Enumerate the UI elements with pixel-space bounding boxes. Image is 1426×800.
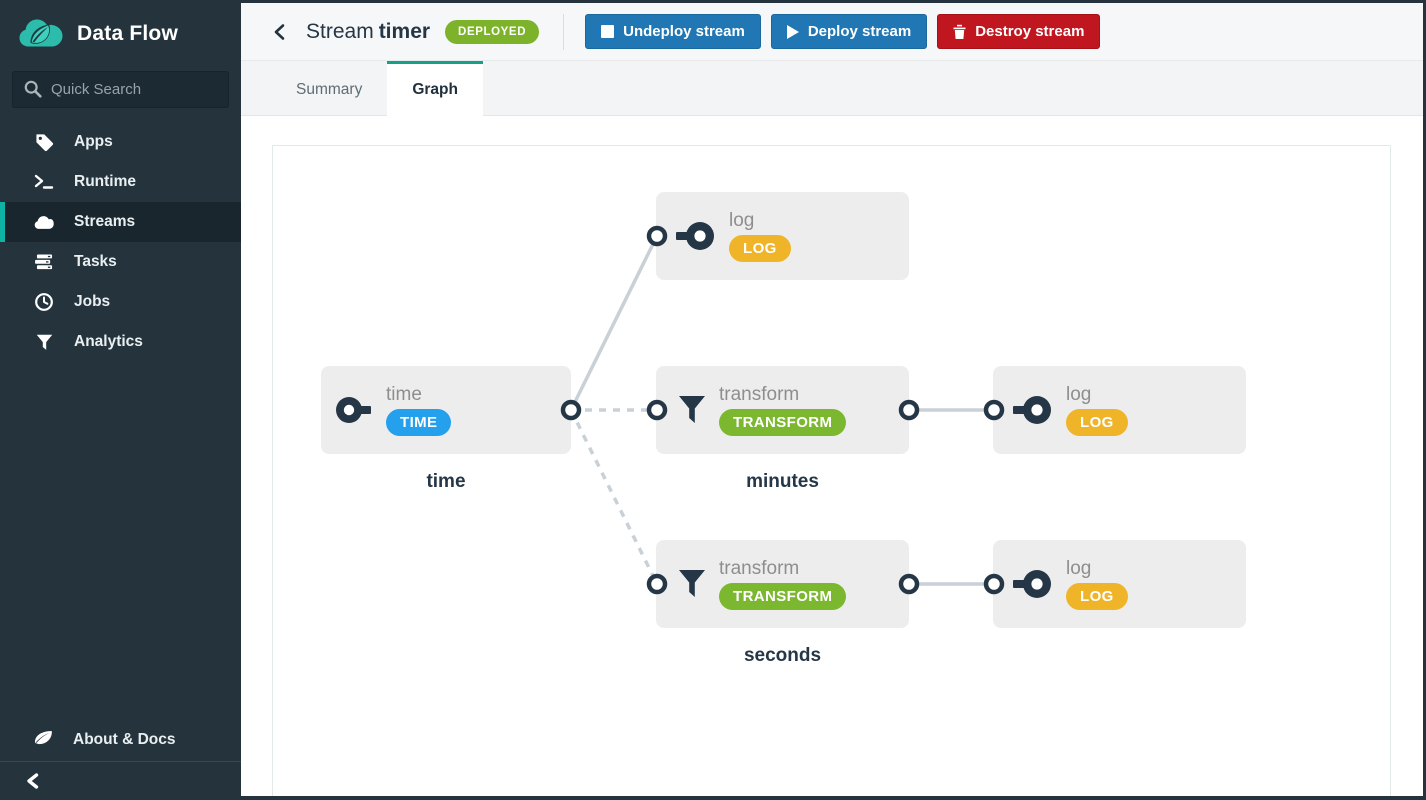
stream-label-minutes: minutes bbox=[746, 471, 819, 492]
node-text: time TIME bbox=[386, 383, 452, 437]
stream-label-seconds: seconds bbox=[743, 645, 822, 666]
node-text: log LOG bbox=[729, 210, 791, 263]
edge-time-to-log1 bbox=[569, 235, 659, 411]
sidebar-item-label: Jobs bbox=[74, 293, 111, 310]
graph-node-transform-minutes[interactable]: transform TRANSFORM bbox=[656, 366, 909, 454]
chevron-left-icon bbox=[274, 23, 285, 40]
sidebar-item-label: Runtime bbox=[74, 173, 136, 190]
graph-node-log-1[interactable]: log LOG bbox=[656, 192, 909, 280]
app-title: Data Flow bbox=[77, 22, 178, 45]
deploy-stream-label: Deploy stream bbox=[807, 23, 912, 40]
sidebar-item-label: Tasks bbox=[74, 253, 117, 270]
source-icon bbox=[334, 396, 374, 424]
sink-icon bbox=[1010, 395, 1054, 425]
sidebar-item-jobs[interactable]: Jobs bbox=[0, 282, 241, 322]
quick-search bbox=[12, 71, 229, 108]
app-logo[interactable]: Data Flow bbox=[0, 3, 241, 63]
node-text: log LOG bbox=[1066, 558, 1128, 611]
node-title: log bbox=[729, 209, 755, 231]
node-title: transform bbox=[719, 557, 800, 579]
stop-square-icon bbox=[601, 25, 615, 38]
sidebar-nav: Apps Runtime Streams Tasks bbox=[0, 122, 241, 362]
node-title: transform bbox=[719, 383, 800, 405]
chevron-left-icon bbox=[27, 773, 39, 789]
undeploy-stream-button[interactable]: Undeploy stream bbox=[585, 14, 761, 49]
header-divider bbox=[563, 13, 565, 50]
sidebar-item-label: Streams bbox=[74, 213, 136, 230]
sidebar-item-tasks[interactable]: Tasks bbox=[0, 242, 241, 282]
graph-content: time TIME log LOG bbox=[241, 116, 1423, 796]
clock-icon bbox=[34, 292, 54, 312]
search-input[interactable] bbox=[12, 71, 229, 108]
graph-node-log-2[interactable]: log LOG bbox=[993, 366, 1246, 454]
node-type-badge: LOG bbox=[1066, 409, 1128, 437]
sidebar-item-label: Analytics bbox=[74, 333, 143, 350]
sidebar-item-label: Apps bbox=[74, 133, 113, 150]
sidebar-divider bbox=[0, 761, 241, 762]
page-title-prefix: Stream bbox=[306, 19, 374, 43]
sidebar-item-about-docs[interactable]: About & Docs bbox=[0, 719, 241, 761]
tab-graph-label: Graph bbox=[412, 81, 458, 98]
about-docs-label: About & Docs bbox=[73, 731, 176, 748]
terminal-prompt-icon bbox=[34, 172, 54, 192]
edge-tap-time-to-transform-seconds bbox=[569, 409, 659, 585]
node-type-badge: TRANSFORM bbox=[719, 409, 847, 437]
tab-summary[interactable]: Summary bbox=[271, 61, 387, 115]
tag-icon bbox=[34, 132, 54, 152]
node-type-badge: TRANSFORM bbox=[719, 583, 847, 611]
graph-canvas[interactable]: time TIME log LOG bbox=[272, 145, 1391, 796]
sidebar-item-analytics[interactable]: Analytics bbox=[0, 322, 241, 362]
stack-icon bbox=[34, 252, 54, 272]
status-badge: DEPLOYED bbox=[445, 19, 540, 44]
graph-node-transform-seconds[interactable]: transform TRANSFORM bbox=[656, 540, 909, 628]
play-triangle-icon bbox=[786, 24, 799, 39]
search-icon bbox=[24, 80, 42, 98]
spring-cloud-logo-icon bbox=[19, 19, 63, 47]
sidebar: Data Flow Apps Runtime bbox=[0, 0, 241, 800]
funnel-icon bbox=[34, 332, 54, 352]
tab-summary-label: Summary bbox=[296, 80, 363, 98]
sidebar-spacer bbox=[0, 362, 241, 719]
destroy-stream-button[interactable]: Destroy stream bbox=[937, 14, 1101, 49]
sidebar-item-runtime[interactable]: Runtime bbox=[0, 162, 241, 202]
sidebar-collapse-button[interactable] bbox=[0, 762, 241, 800]
stream-tabs: Summary Graph bbox=[241, 61, 1423, 116]
cloud-icon bbox=[34, 212, 54, 232]
destroy-stream-label: Destroy stream bbox=[975, 23, 1085, 40]
undeploy-stream-label: Undeploy stream bbox=[623, 23, 745, 40]
node-type-badge: LOG bbox=[1066, 583, 1128, 611]
graph-node-time[interactable]: time TIME bbox=[321, 366, 571, 454]
node-type-badge: TIME bbox=[386, 409, 452, 437]
node-title: time bbox=[386, 383, 422, 405]
node-text: transform TRANSFORM bbox=[719, 557, 847, 611]
tab-graph[interactable]: Graph bbox=[387, 61, 483, 116]
node-text: log LOG bbox=[1066, 384, 1128, 437]
stream-name: timer bbox=[378, 19, 431, 43]
node-title: log bbox=[1066, 383, 1092, 405]
deploy-stream-button[interactable]: Deploy stream bbox=[770, 14, 928, 49]
stream-label-time: time bbox=[426, 471, 466, 492]
leaf-icon bbox=[34, 730, 53, 750]
back-button[interactable] bbox=[272, 22, 292, 42]
sink-icon bbox=[673, 221, 717, 251]
funnel-icon bbox=[677, 569, 707, 599]
sink-icon bbox=[1010, 569, 1054, 599]
node-title: log bbox=[1066, 557, 1092, 579]
sidebar-item-streams[interactable]: Streams bbox=[0, 202, 241, 242]
graph-node-log-3[interactable]: log LOG bbox=[993, 540, 1246, 628]
funnel-icon bbox=[677, 395, 707, 425]
node-type-badge: LOG bbox=[729, 235, 791, 263]
trash-icon bbox=[953, 24, 966, 39]
sidebar-item-apps[interactable]: Apps bbox=[0, 122, 241, 162]
node-text: transform TRANSFORM bbox=[719, 383, 847, 437]
